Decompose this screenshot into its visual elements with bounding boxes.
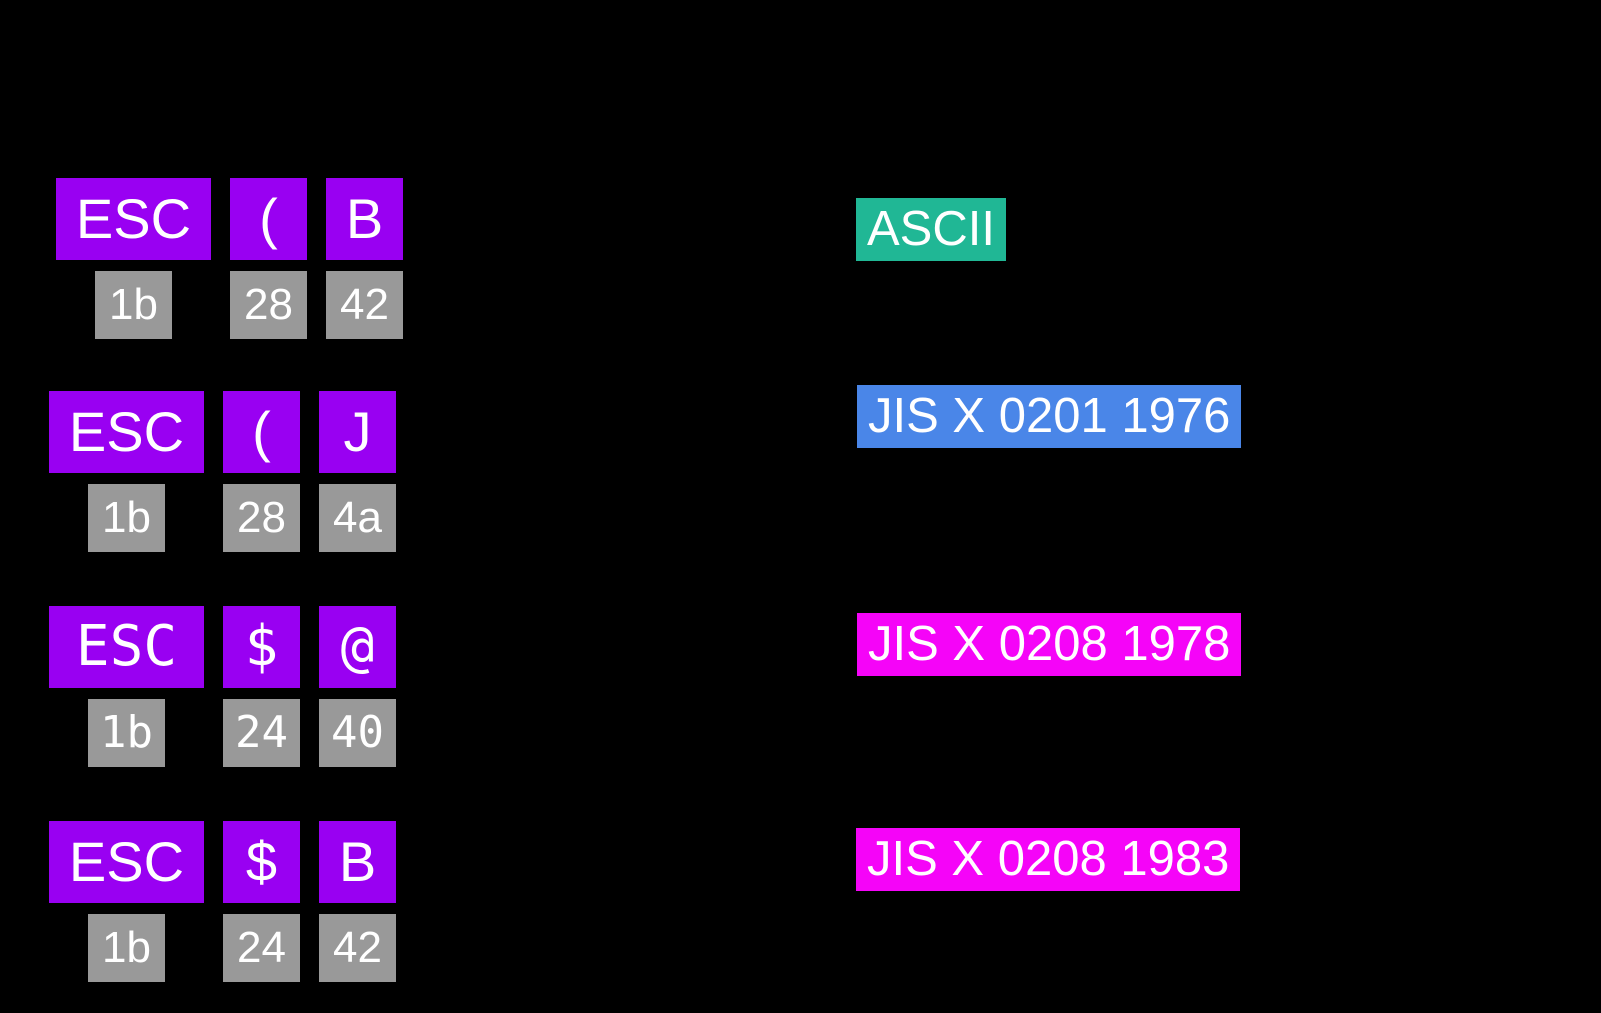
hex-byte: 40 bbox=[319, 699, 396, 767]
escape-sequence-row: ESC 1b ( 28 J 4a JIS X 0201 1976 bbox=[0, 385, 1601, 552]
key-sequence: ESC 1b ( 28 J 4a bbox=[49, 391, 1601, 552]
key-group: B 42 bbox=[326, 178, 403, 339]
key-group: B 42 bbox=[319, 821, 396, 982]
hex-byte: 28 bbox=[223, 484, 300, 552]
key-group: ( 28 bbox=[223, 391, 300, 552]
character-key: J bbox=[319, 391, 396, 473]
character-key: $ bbox=[223, 821, 300, 903]
key-group: ESC 1b bbox=[49, 606, 204, 767]
charset-label: JIS X 0201 1976 bbox=[857, 385, 1242, 448]
hex-byte: 4a bbox=[319, 484, 396, 552]
key-sequence: ESC 1b $ 24 B 42 bbox=[49, 821, 1601, 982]
character-key: B bbox=[326, 178, 403, 260]
escape-key: ESC bbox=[49, 821, 204, 903]
hex-byte: 42 bbox=[319, 914, 396, 982]
key-group: J 4a bbox=[319, 391, 396, 552]
escape-key: ESC bbox=[49, 606, 204, 688]
escape-sequence-row: ESC 1b $ 24 @ 40 JIS X 0208 1978 bbox=[0, 606, 1601, 767]
escape-key: ESC bbox=[56, 178, 211, 260]
character-key: $ bbox=[223, 606, 300, 688]
character-key: ( bbox=[230, 178, 307, 260]
charset-label: ASCII bbox=[856, 198, 1006, 261]
key-group: ( 28 bbox=[230, 178, 307, 339]
key-sequence: ESC 1b ( 28 B 42 bbox=[56, 178, 1601, 339]
character-key: @ bbox=[319, 606, 396, 688]
charset-label: JIS X 0208 1983 bbox=[856, 828, 1241, 891]
character-key: ( bbox=[223, 391, 300, 473]
character-key: B bbox=[319, 821, 396, 903]
key-group: $ 24 bbox=[223, 606, 300, 767]
hex-byte: 24 bbox=[223, 699, 300, 767]
key-group: ESC 1b bbox=[49, 821, 204, 982]
key-sequence: ESC 1b $ 24 @ 40 bbox=[49, 606, 1601, 767]
hex-byte: 1b bbox=[88, 484, 165, 552]
hex-byte: 28 bbox=[230, 271, 307, 339]
escape-key: ESC bbox=[49, 391, 204, 473]
key-group: $ 24 bbox=[223, 821, 300, 982]
hex-byte: 24 bbox=[223, 914, 300, 982]
key-group: @ 40 bbox=[319, 606, 396, 767]
hex-byte: 42 bbox=[326, 271, 403, 339]
escape-sequence-row: ESC 1b $ 24 B 42 JIS X 0208 1983 bbox=[0, 821, 1601, 982]
key-group: ESC 1b bbox=[49, 391, 204, 552]
key-group: ESC 1b bbox=[56, 178, 211, 339]
hex-byte: 1b bbox=[88, 914, 165, 982]
escape-sequence-row: ESC 1b ( 28 B 42 ASCII bbox=[0, 178, 1601, 339]
charset-label: JIS X 0208 1978 bbox=[857, 613, 1242, 676]
hex-byte: 1b bbox=[95, 271, 172, 339]
hex-byte: 1b bbox=[88, 699, 165, 767]
